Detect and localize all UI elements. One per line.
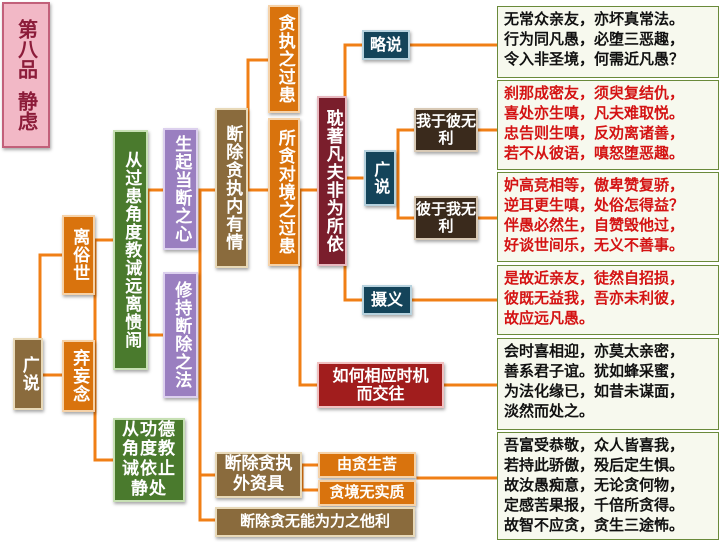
verse-line: 为法化缘已，如昔未谋面， (504, 382, 685, 400)
verse-line: 是故近亲友，徒然自招损， (504, 269, 685, 287)
node-generate-mind: 生起当断之心 (163, 128, 198, 250)
verse-line: 定感苦果报，千倍所贪得。 (504, 496, 685, 514)
node-liyushi: 离俗世 (62, 215, 95, 295)
node-faults-of-attachment: 贪执之过患 (268, 5, 300, 113)
node-brief: 略说 (362, 30, 410, 60)
verse-line: 无常众亲友，亦坏真常法。 (504, 10, 685, 28)
verse-line: 吾富受恭敬，众人皆喜我， (504, 436, 685, 454)
verse-line: 忠告则生嗔，反劝离诸善， (504, 124, 685, 142)
verse-box-timely: 会时喜相迎，亦莫太亲密， 善系君子谊。犹如蜂采蜜， 为法化缘已，如昔未谋面， 淡… (497, 338, 719, 430)
node-summary: 摄义 (362, 285, 412, 315)
verse-line: 喜处亦生嗔，凡夫难取悦。 (504, 104, 685, 122)
verse-line: 故应远凡愚。 (504, 309, 595, 327)
node-suffering-from-greed: 由贪生苦 (318, 452, 416, 478)
verse-line: 行为同凡愚，必堕三恶趣， (504, 30, 685, 48)
node-guangshuo: 广说 (13, 338, 43, 410)
verse-line: 故智不应贪，贪生三途怖。 (504, 516, 685, 534)
verse-box-brief: 无常众亲友，亦坏真常法。 行为同凡愚，必堕三恶趣， 令入非圣境，何需近凡愚？ (497, 6, 719, 78)
node-from-merits: 从功德角度教诫依止静处 (113, 418, 185, 502)
verse-line: 妒高竞相等，傲卑赞复骄， (504, 176, 685, 194)
verse-line: 令入非圣境，何需近凡愚？ (504, 50, 685, 68)
chapter-title: 第八品 静虑 (2, 2, 50, 148)
verse-box-summary: 是故近亲友，徒然自招损， 彼既无益我，吾亦未利彼， 故应远凡愚。 (497, 265, 719, 335)
node-qiwangnian: 弃妄念 (62, 340, 95, 412)
verse-line: 逆耳更生嗔，处俗怎得益？ (504, 196, 685, 214)
verse-line: 好谈世间乐，无义不善事。 (504, 236, 685, 254)
verse-line: 会时喜相迎，亦莫太亲密， (504, 342, 685, 360)
node-extensive: 广说 (364, 150, 396, 206)
node-i-no-benefit-them: 我于彼无利 (414, 108, 478, 152)
node-timely-interaction: 如何相应时机而交往 (317, 362, 444, 408)
verse-line: 善系君子谊。犹如蜂采蜜， (504, 362, 685, 380)
verse-line: 故汝愚痴意，无论贪何物， (504, 476, 685, 494)
verse-line: 伴愚必然生，自赞毁他过， (504, 216, 685, 234)
node-objects-no-essence: 贪境无实质 (318, 480, 416, 506)
verse-box-i-no-benefit: 刹那成密友，须臾复结仇， 喜处亦生嗔，凡夫难取悦。 忠告则生嗔，反劝离诸善， 若… (497, 80, 719, 170)
verse-line: 刹那成密友，须臾复结仇， (504, 84, 685, 102)
verse-box-outer-resources: 吾富受恭敬，众人皆喜我， 若持此骄傲，殁后定生惧。 故汝愚痴意，无论贪何物， 定… (497, 432, 719, 540)
verse-line: 彼既无益我，吾亦未利彼， (504, 289, 685, 307)
node-they-no-benefit-me: 彼于我无利 (414, 196, 478, 240)
node-cut-outer-resources: 断除贪执外资具 (215, 452, 302, 498)
verse-line: 淡然而处之。 (504, 402, 595, 420)
chapter-title-number: 第八品 (14, 19, 39, 79)
node-cut-inner-beings: 断除贪执内有情 (215, 108, 248, 268)
node-from-faults: 从过患角度教诫远离愦闹 (113, 130, 148, 370)
verse-line: 若持此骄傲，殁后定生惧。 (504, 456, 685, 474)
node-practice-method: 修持断除之法 (163, 272, 198, 398)
chapter-title-name: 静虑 (14, 91, 39, 131)
node-not-rely-on-fools: 耽著凡夫非为所依 (317, 96, 347, 266)
node-cut-powerless-benefit: 断除贪无能为力之他利 (215, 507, 415, 537)
verse-box-they-no-benefit: 妒高竞相等，傲卑赞复骄， 逆耳更生嗔，处俗怎得益？ 伴愚必然生，自赞毁他过， 好… (497, 172, 719, 262)
node-faults-of-objects: 所贪对境之过患 (268, 118, 300, 266)
verse-line: 若不从彼语，嗔怒堕恶趣。 (504, 144, 685, 162)
